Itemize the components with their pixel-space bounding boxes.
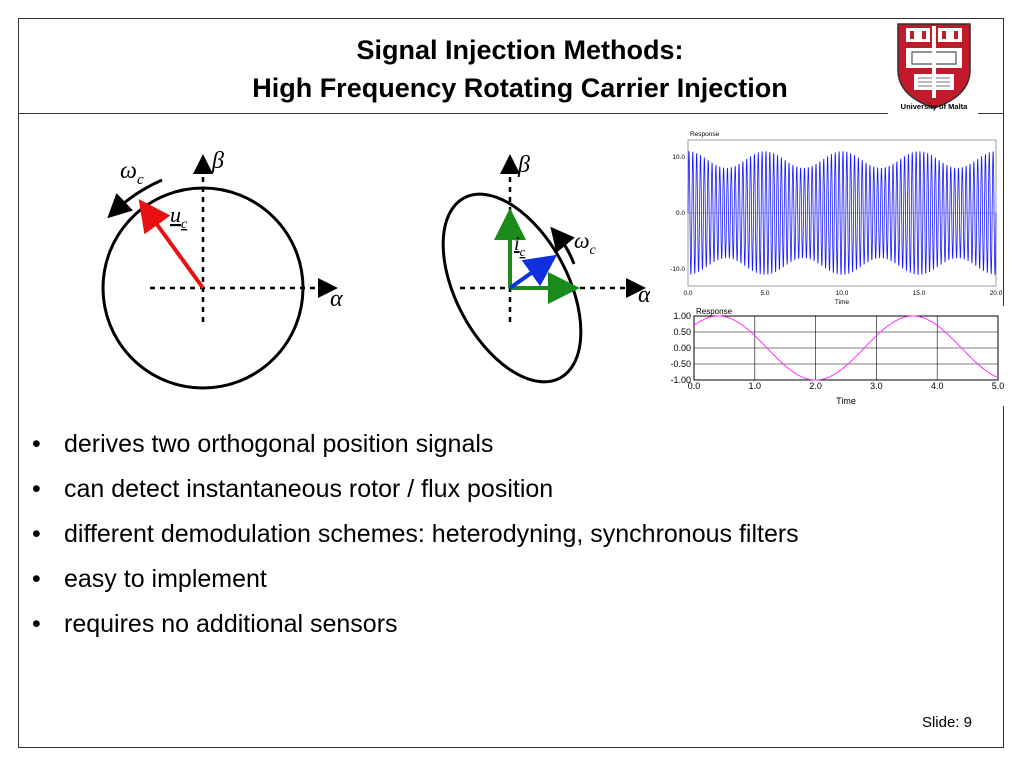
plot2-x-tick-label: 1.0: [749, 381, 762, 391]
bullet-item: •requires no additional sensors: [32, 610, 398, 638]
plot2-xlabel: Time: [836, 396, 856, 406]
phasor-diagrams: ωc uc α β ωc ic α β: [101, 148, 650, 390]
plot2-y-tick-label: -0.50: [670, 359, 691, 369]
plot2-y-tick-label: 0.00: [673, 343, 691, 353]
slide-number: Slide: 9: [921, 714, 972, 731]
plot2-title: Response: [696, 307, 733, 316]
bullet-text: easy to implement: [64, 565, 267, 593]
current-vector-ic: [508, 254, 558, 290]
title-divider: [18, 113, 888, 114]
plot1-x-tick-label: 15.0: [913, 290, 926, 297]
plot1-x-tick-label: 10.0: [836, 290, 849, 297]
plot1-x-tick-label: 5.0: [760, 290, 769, 297]
left-beta-label: β: [211, 148, 224, 174]
left-omega-label: ωc: [120, 158, 144, 188]
bullet-list: •derives two orthogonal position signals…: [24, 428, 984, 653]
logo-caption: University of Malta: [900, 102, 968, 111]
plot1-series-line: [687, 151, 997, 275]
university-crest-logo: [894, 20, 974, 109]
left-alpha-label: α: [330, 286, 343, 312]
right-alpha-label: α: [638, 282, 650, 308]
bullet-item: •derives two orthogonal position signals: [32, 430, 494, 458]
left-rotation-arrow: [107, 178, 163, 219]
right-phasor-diagram: ωc ic α β: [441, 152, 650, 384]
plot2-frame: [693, 315, 999, 381]
plot1-x-tick-label: 0.0: [683, 290, 692, 297]
plot2-y-tick-label: 1.00: [673, 311, 691, 321]
bullet-text: can detect instantaneous rotor / flux po…: [64, 475, 554, 503]
plot2-x-tick-label: 2.0: [809, 381, 822, 391]
demodulated-response-plot: Response 1.00 0.50 0.00 -0.50 -1.00 0.0 1.0 2.…: [656, 306, 1004, 406]
bullet-text: derives two orthogonal position signals: [64, 430, 494, 458]
plot1-y-tick-label: 10.0: [672, 154, 685, 161]
plot2-x-tick-label: 3.0: [870, 381, 883, 391]
voltage-vector-uc: [138, 199, 205, 290]
plot2-x-tick-label: 4.0: [931, 381, 944, 391]
bullet-text: requires no additional sensors: [64, 610, 398, 638]
bullet-item: •can detect instantaneous rotor / flux p…: [32, 475, 554, 503]
slide-title-line2: High Frequency Rotating Carrier Injectio…: [252, 73, 788, 103]
plot1-x-tick-label: 20.0: [990, 290, 1002, 297]
plot1-y-tick-label: 0.0: [676, 210, 685, 217]
plot2-series-line: [693, 315, 999, 381]
right-omega-label: ωc: [574, 228, 597, 258]
plot2-x-tick-label: 0.0: [688, 381, 701, 391]
plot2-x-tick-label: 5.0: [992, 381, 1004, 391]
plot2-y-tick-label: -1.00: [670, 375, 691, 385]
plot1-y-tick-label: -10.0: [670, 266, 685, 273]
title-divider-right: [978, 113, 1004, 114]
plot2-y-tick-label: 0.50: [673, 327, 691, 337]
current-ellipse: [441, 192, 583, 384]
bullet-item: •easy to implement: [32, 565, 267, 593]
hf-response-plot: Response 10.0 0.0 -10.0 0.0 5.0 10.0 15.0 20.0…: [656, 128, 1002, 306]
slide-title-line1: Signal Injection Methods:: [356, 35, 684, 65]
plot1-xlabel: Time: [835, 299, 850, 306]
bullet-text: different demodulation schemes: heterody…: [64, 520, 799, 548]
right-beta-label: β: [517, 152, 530, 178]
plot1-title: Response: [690, 131, 720, 138]
left-phasor-diagram: ωc uc α β: [101, 148, 343, 390]
bullet-item: •different demodulation schemes: heterod…: [32, 520, 799, 548]
right-vector-label: ic: [514, 233, 526, 259]
left-vector-label: uc: [170, 202, 188, 232]
right-rotation-arrow: [550, 226, 576, 265]
